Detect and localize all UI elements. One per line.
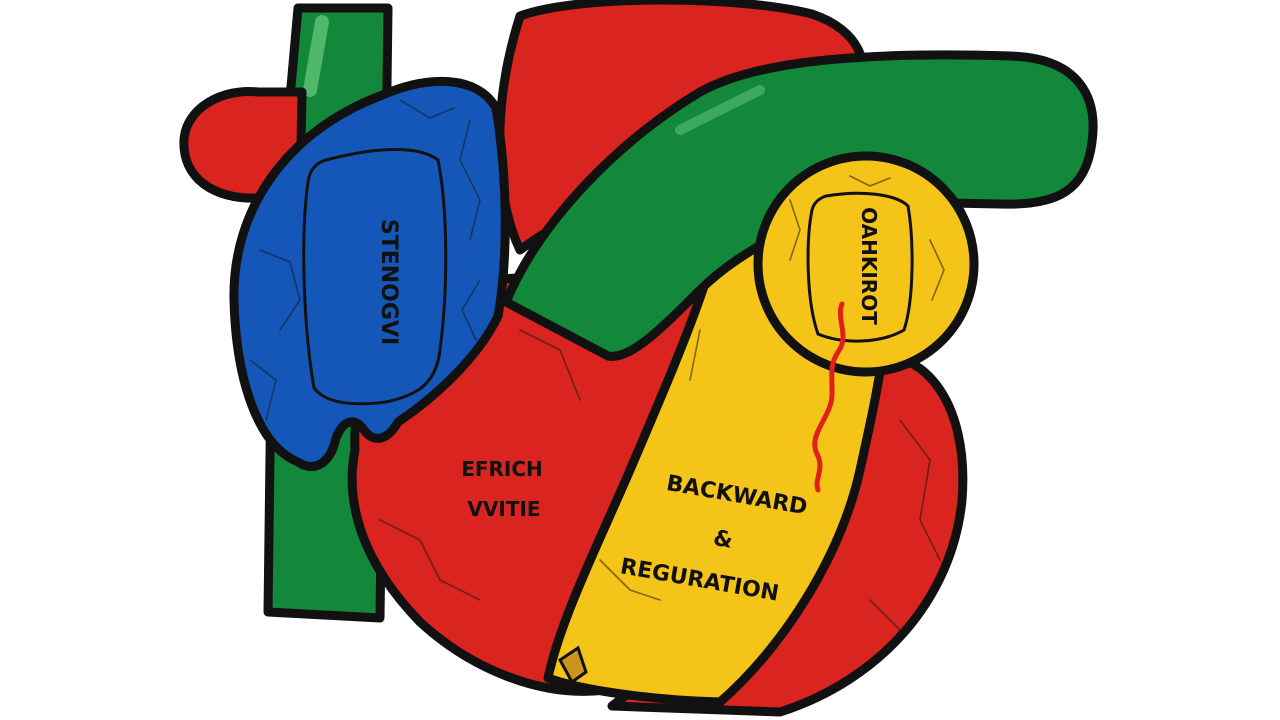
yellow-notch <box>558 645 588 685</box>
vena-cava-highlight <box>303 15 329 97</box>
valve-cracks <box>789 175 945 301</box>
blue-chamber-label: STENOGVI <box>376 219 401 345</box>
valve-inner-panel <box>806 191 914 343</box>
red-chamber-label-line1: EFRICH <box>461 457 543 481</box>
red-chamber-label-line2: VVITIE <box>467 497 540 521</box>
blue-cracks <box>249 99 481 421</box>
valve-label: OAHKIROT <box>857 207 881 325</box>
regurgitation-thread <box>812 301 846 493</box>
yellow-chamber-label-line2: & <box>711 526 734 554</box>
red-cracks <box>379 329 941 661</box>
arch-highlight <box>675 85 765 135</box>
blue-inner-panel <box>302 148 448 406</box>
